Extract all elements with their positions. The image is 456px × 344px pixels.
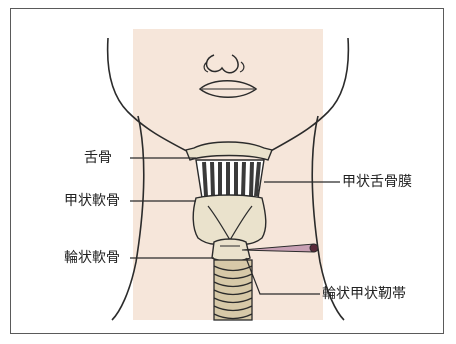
label-cricothyroid-ligament: 輪状甲状靭帯 [322,286,406,302]
thyrohyoid-membrane [196,160,264,198]
label-thyroid-cartilage: 甲状軟骨 [64,193,120,209]
thyroid-cartilage [193,195,266,244]
label-cricoid-cartilage: 輪状軟骨 [64,250,120,266]
label-thyrohyoid-membrane: 甲状舌骨膜 [342,174,412,190]
trachea [214,260,252,320]
label-hyoid-bone: 舌骨 [84,150,112,166]
